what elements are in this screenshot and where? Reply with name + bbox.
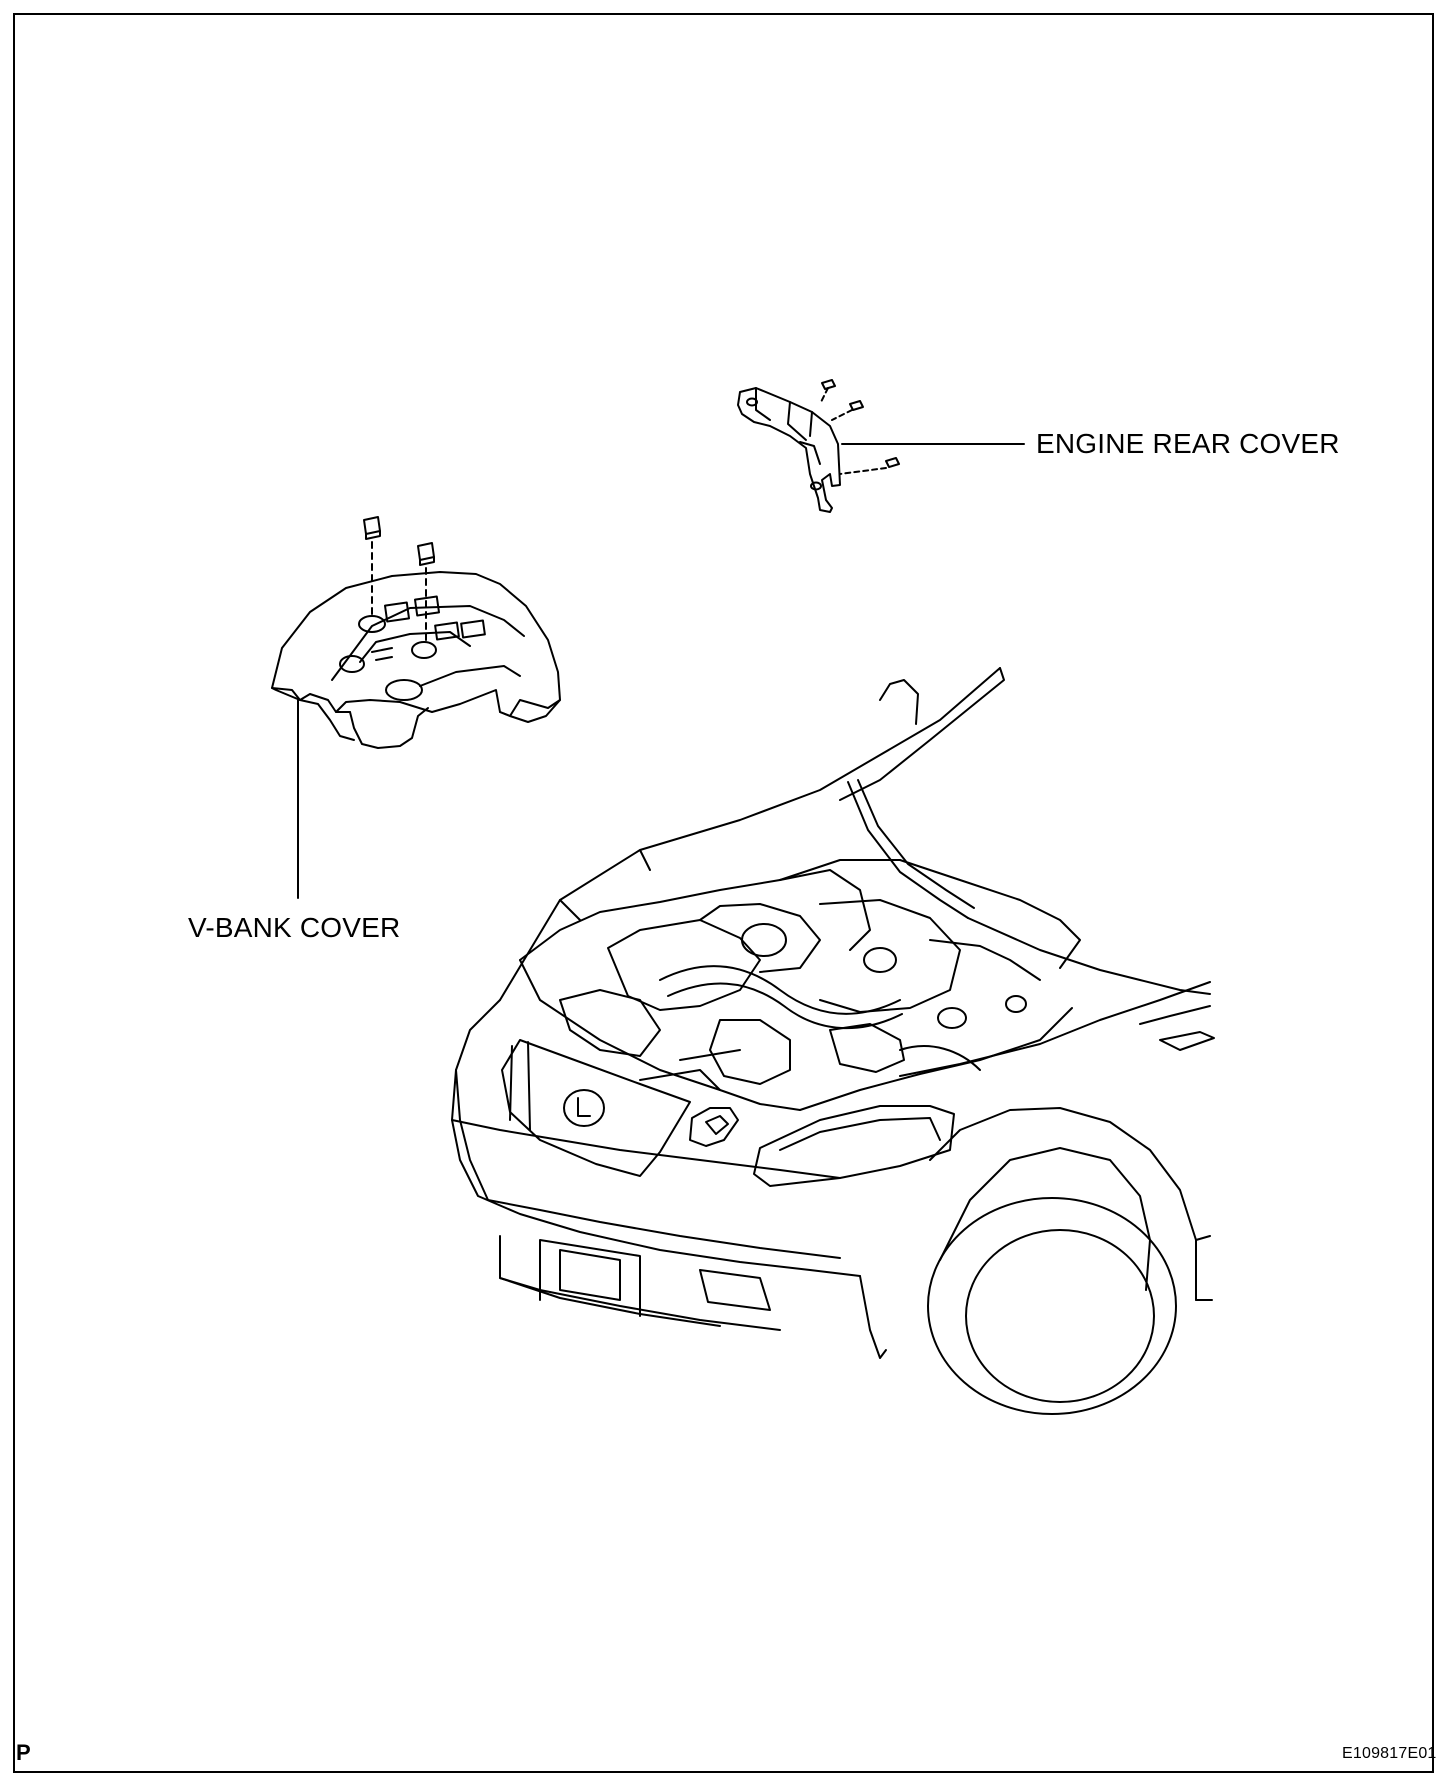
v-bank-cover-part	[271, 571, 561, 749]
v-bank-cover-label: V-BANK COVER	[188, 912, 401, 943]
engine-rear-cover-bolts	[819, 379, 900, 475]
engine-rear-cover-part	[737, 387, 841, 513]
figure-id: E109817E01	[1342, 1745, 1437, 1762]
diagram-frame	[13, 13, 1434, 1773]
v-bank-cover-clips	[363, 516, 435, 645]
vehicle-body	[451, 667, 1215, 1415]
corner-mark: P	[16, 1740, 31, 1765]
engine-rear-cover-label: ENGINE REAR COVER	[1036, 428, 1340, 459]
